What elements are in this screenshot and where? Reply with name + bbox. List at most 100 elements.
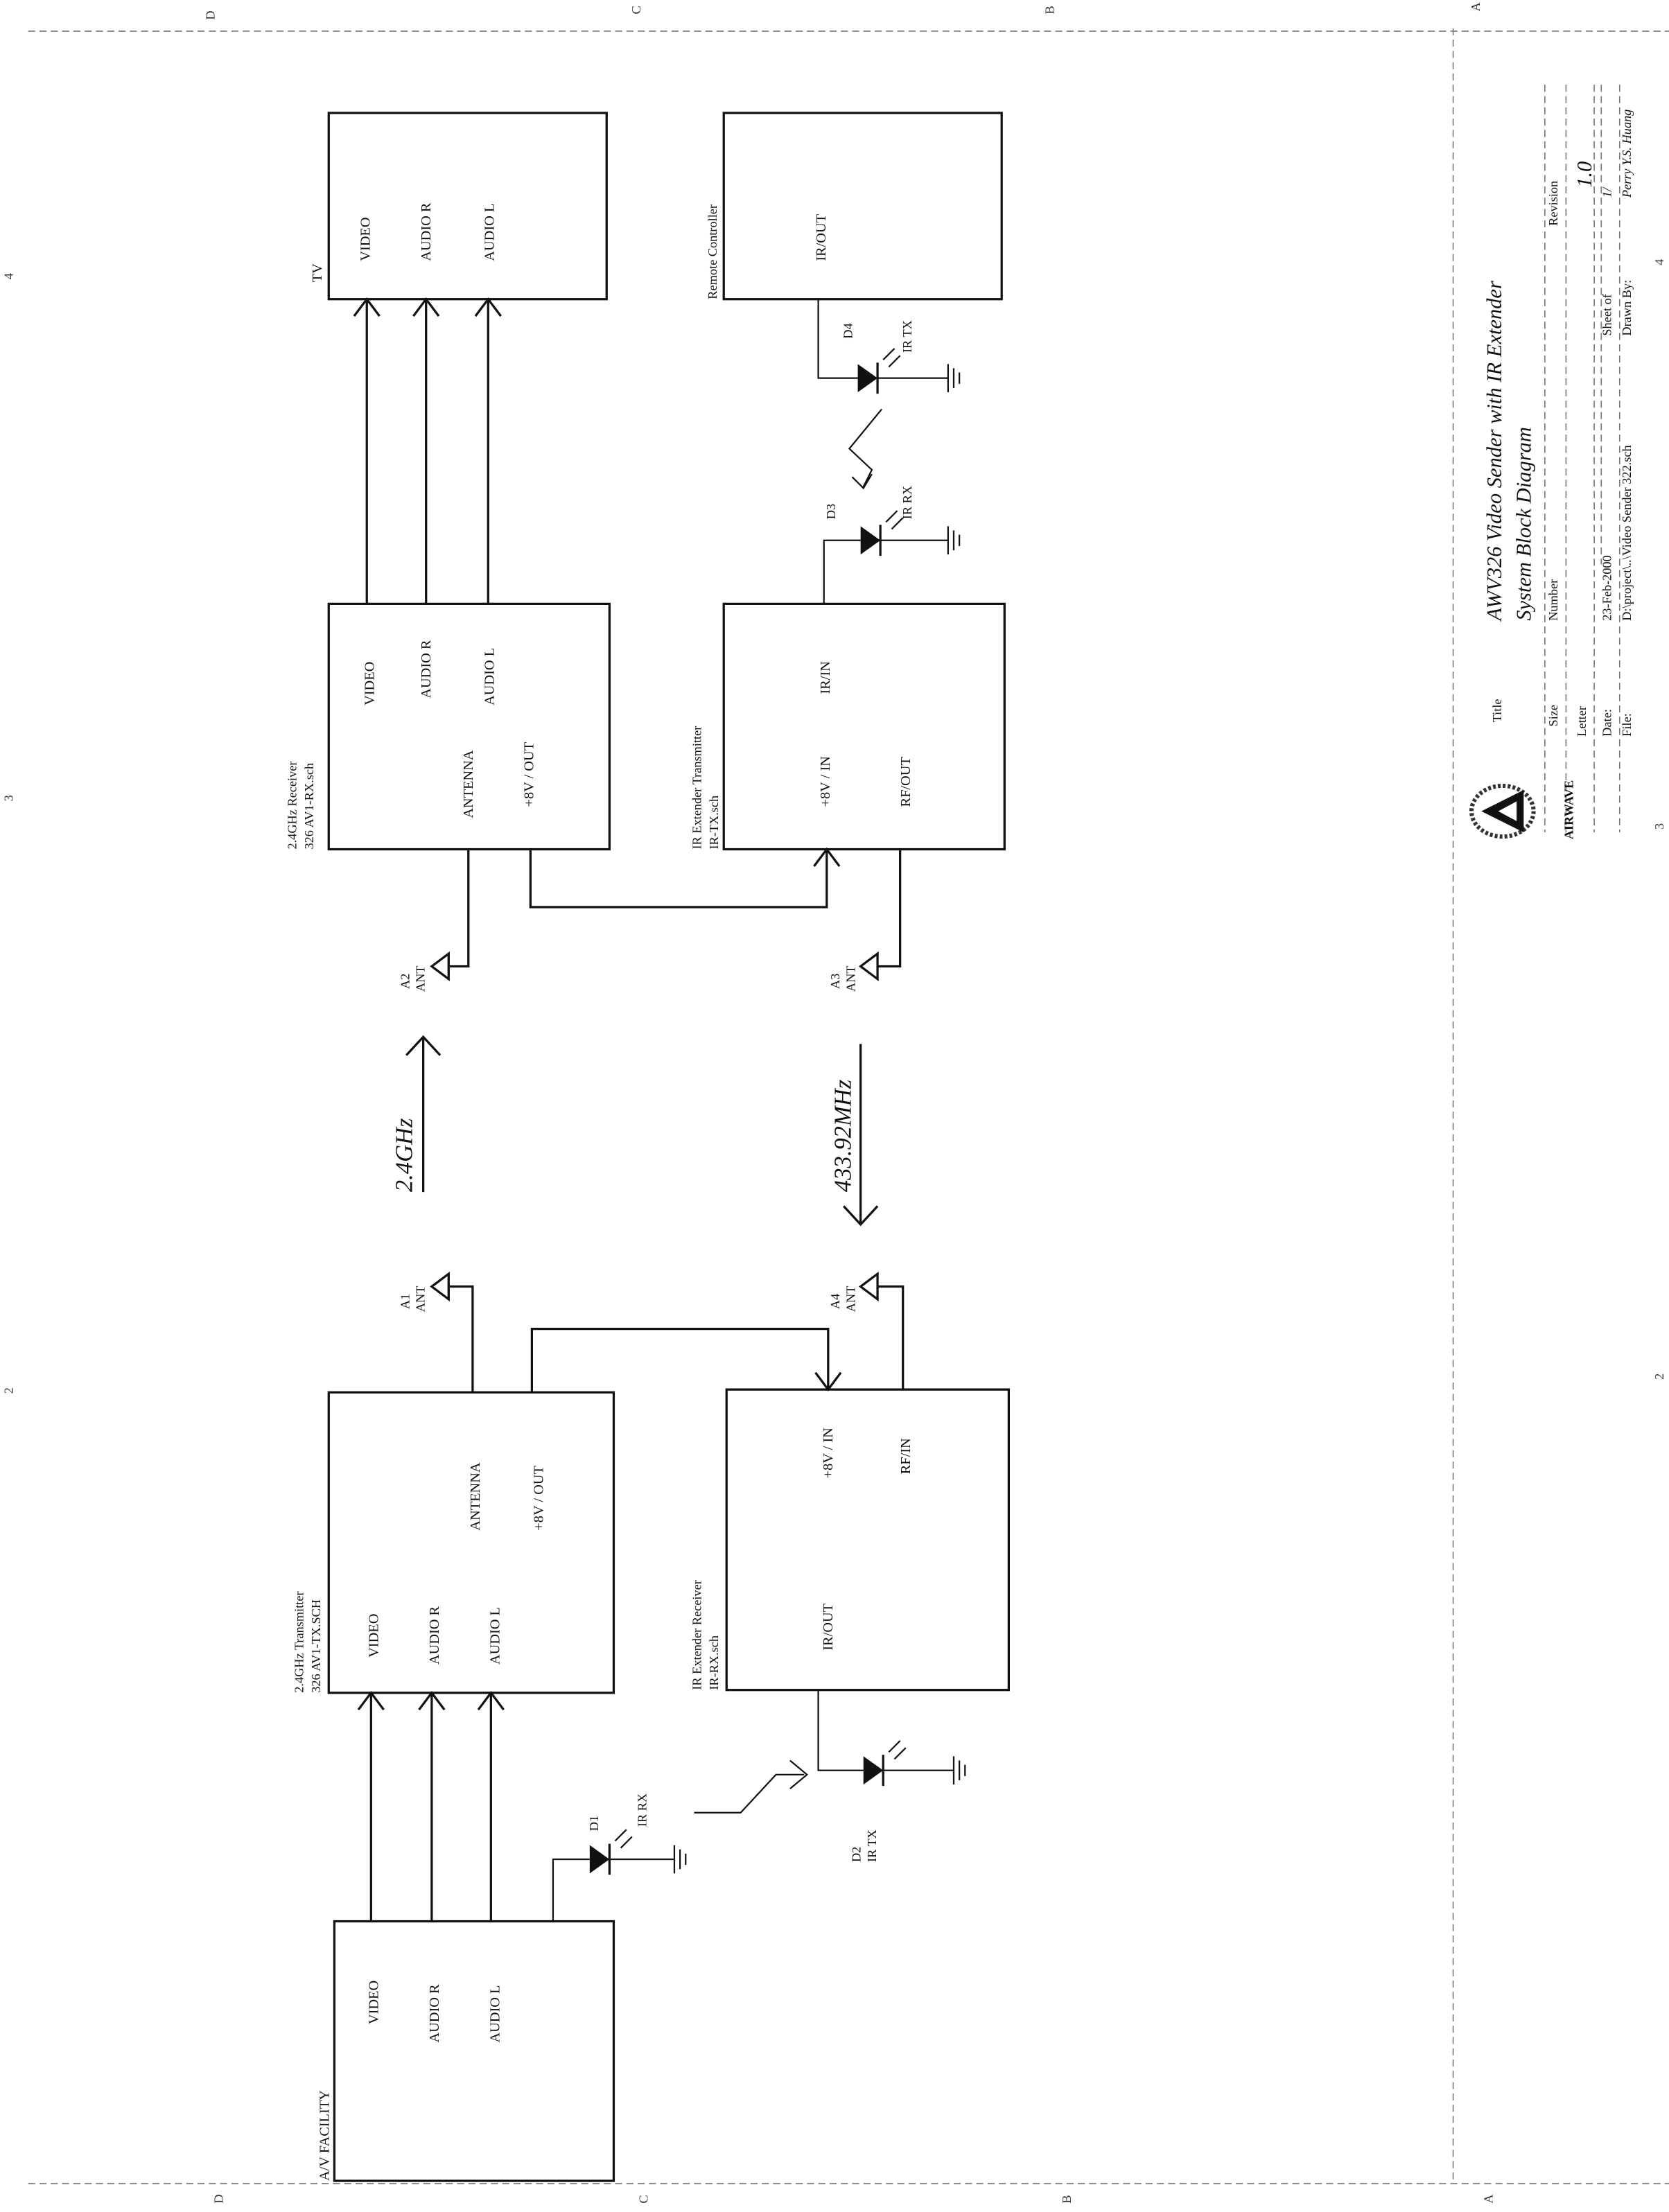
block-name: IR Extender Transmitter — [690, 726, 704, 850]
diode-d4: D4 IR TX — [817, 299, 961, 394]
ir-extender-transmitter-block: IR Extender Transmitter IR-TX.sch +8V / … — [690, 602, 1006, 851]
ir-beam-icon — [694, 1759, 809, 1814]
diode-ref: D4 — [841, 323, 855, 338]
pin-label: +8V / OUT — [532, 1466, 547, 1531]
antenna-ref: A1 — [398, 1294, 412, 1309]
antenna-a1: A1 ANT — [398, 1271, 450, 1312]
pin-label: IR/OUT — [814, 213, 829, 261]
size-value: Letter — [1575, 706, 1589, 737]
border-label: 4 — [1652, 259, 1666, 265]
antenna-a4: A4 ANT — [828, 1271, 879, 1313]
rf-link-433mhz: 433.92MHz — [830, 1044, 879, 1227]
antenna-a3: A3 ANT — [828, 951, 879, 992]
diode-d3: D3 IR RX — [823, 486, 961, 604]
number-label: Number — [1546, 579, 1560, 621]
block-name: 2.4GHz Transmitter — [292, 1591, 306, 1692]
pin-label: VIDEO — [362, 662, 377, 705]
remote-controller-block: Remote Controller IR/OUT — [706, 112, 1003, 301]
border-label: 2 — [1, 1387, 15, 1394]
file-label: File: — [1620, 713, 1634, 737]
av-facility-block: A/V FACILITY VIDEO AUDIO R AUDIO L — [317, 1920, 615, 2182]
tv-block: TV VIDEO AUDIO R AUDIO L — [310, 112, 608, 301]
sheet-label: Sheet of — [1600, 293, 1614, 335]
pin-label: AUDIO L — [488, 1985, 503, 2043]
border-label: B — [1060, 2195, 1074, 2203]
date-value: 23-Feb-2000 — [1600, 555, 1614, 621]
airwave-logo — [1469, 783, 1536, 839]
title-line-2: System Block Diagram — [1512, 427, 1536, 621]
title-block: AIRWAVE Title AWV326 Video Sender with I… — [1469, 85, 1634, 839]
pin-label: AUDIO R — [419, 640, 434, 699]
border-label: A — [1469, 1, 1483, 11]
pin-label: +8V / IN — [821, 1428, 836, 1479]
block-name: TV — [310, 263, 325, 282]
link-label: 2.4GHz — [391, 1118, 417, 1192]
diode-label: IR TX — [900, 320, 914, 353]
led-icon — [589, 1845, 610, 1874]
border-label: D — [203, 10, 217, 19]
ir-extender-receiver-block: IR Extender Receiver IR-RX.sch IR/OUT +8… — [690, 1388, 1011, 1692]
diode-label: IR RX — [900, 486, 914, 519]
file-value: D:\project\..\Video Sender 322.sch — [1620, 445, 1634, 620]
pin-label: RF/IN — [898, 1438, 914, 1474]
date-label: Date: — [1600, 709, 1614, 737]
block-file: IR-RX.sch — [707, 1635, 721, 1690]
pin-label: +8V / IN — [818, 756, 833, 807]
revision-value: 1.0 — [1573, 161, 1596, 188]
border-label: C — [636, 2195, 650, 2203]
rf-link-2-4ghz: 2.4GHz — [391, 1035, 442, 1193]
pin-label: VIDEO — [367, 1614, 382, 1658]
block-file: 326 AV1-RX.sch — [302, 763, 316, 850]
border-label: A — [1482, 2194, 1496, 2204]
led-icon — [857, 364, 878, 393]
power-wires — [529, 847, 842, 1393]
ir-beam-icon — [848, 408, 883, 490]
border-label: 2 — [1652, 1373, 1666, 1380]
diode-ref: D1 — [587, 1816, 601, 1831]
receiver-block: 2.4GHz Receiver 326 AV1-RX.sch VIDEO AUD… — [285, 602, 611, 851]
block-name: Remote Controller — [706, 204, 719, 299]
block-name: A/V FACILITY — [317, 2090, 332, 2181]
border-label: D — [212, 2194, 226, 2203]
diode-d2: D2 IR TX — [817, 1689, 966, 1862]
link-label: 433.92MHz — [830, 1080, 856, 1192]
antenna-ref: A4 — [828, 1294, 842, 1309]
pin-label: AUDIO L — [482, 204, 497, 261]
pin-label: AUDIO R — [419, 202, 434, 261]
pin-label: IR/IN — [818, 661, 833, 694]
rx-to-tv-wires — [353, 297, 502, 604]
revision-label: Revision — [1546, 181, 1560, 226]
antenna-type: ANT — [414, 966, 428, 992]
border-label: C — [629, 6, 643, 14]
drawn-by-value: Perry Y.S. Huang — [1620, 109, 1634, 198]
pin-label: AUDIO R — [427, 1606, 442, 1665]
transmitter-block: 2.4GHz Transmitter 326 AV1-TX.SCH VIDEO … — [292, 1391, 615, 1694]
border-label: 4 — [1, 273, 15, 279]
border-label: B — [1043, 6, 1057, 14]
diode-ref: D2 — [850, 1847, 864, 1862]
antenna-a2: A2 ANT — [398, 951, 450, 992]
diode-d1: D1 IR RX — [552, 1793, 687, 1922]
pin-label: RF/OUT — [898, 757, 914, 807]
antenna-ref: A3 — [828, 974, 842, 989]
av-to-tx-wires — [357, 1691, 505, 1922]
pin-label: VIDEO — [367, 1981, 382, 2024]
block-name: 2.4GHz Receiver — [285, 762, 299, 850]
pin-label: AUDIO L — [488, 1607, 503, 1665]
diode-label: IR RX — [635, 1793, 649, 1827]
drawn-by-label: Drawn By: — [1620, 280, 1634, 336]
diode-ref: D3 — [824, 504, 838, 519]
block-file: 326 AV1-TX.SCH — [309, 1599, 323, 1693]
border-label: 3 — [1, 795, 15, 801]
logo-text: AIRWAVE — [1562, 780, 1576, 839]
block-name: IR Extender Receiver — [690, 1580, 704, 1690]
border-label: 3 — [1652, 823, 1666, 830]
pin-label: VIDEO — [358, 217, 373, 261]
led-icon — [863, 1756, 884, 1785]
antenna-type: ANT — [844, 1286, 858, 1313]
antenna-wires — [448, 849, 905, 1393]
pin-label: +8V / OUT — [521, 741, 536, 807]
block-file: IR-TX.sch — [707, 796, 721, 850]
